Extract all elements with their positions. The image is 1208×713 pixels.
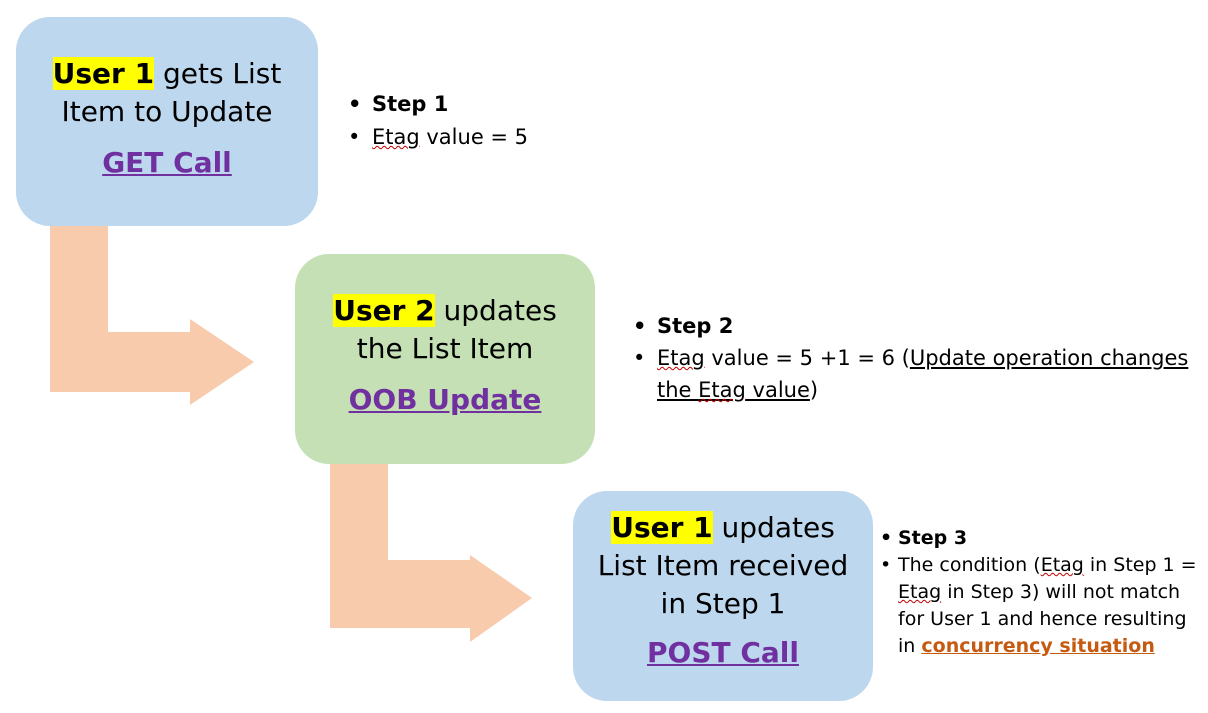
box3-line2: List Item received bbox=[597, 549, 849, 582]
etag-word: Etag bbox=[898, 581, 942, 603]
box2-line1-text: updates bbox=[434, 294, 557, 327]
step1-label: Step 1 bbox=[348, 88, 528, 121]
user-highlight: User 1 bbox=[611, 511, 713, 544]
post-call-link[interactable]: POST Call bbox=[647, 636, 799, 669]
update-explanation-text: Update operation changes the bbox=[657, 346, 1189, 402]
etag-word: Etag bbox=[657, 346, 705, 370]
step1-box: User 1 gets List Item to Update GET Call bbox=[16, 17, 318, 226]
step1-notes: Step 1 Etag value = 5 bbox=[348, 88, 528, 154]
box2-line1: User 2 updates bbox=[295, 292, 595, 330]
etag-word: Etag bbox=[1040, 554, 1084, 576]
box1-line2: Item to Update bbox=[61, 95, 273, 128]
box3-line1: User 1 updates bbox=[573, 509, 873, 547]
box1-line1: User 1 gets List bbox=[16, 55, 318, 93]
step3-label: Step 3 bbox=[880, 525, 1200, 552]
step3-notes: Step 3 The condition (Etag in Step 1 = E… bbox=[880, 525, 1200, 660]
condition-text: The condition ( bbox=[898, 554, 1041, 576]
update-explanation: Update operation changes the Etag value bbox=[657, 346, 1188, 402]
step2-notes: Step 2 Etag value = 5 +1 = 6 (Update ope… bbox=[633, 310, 1193, 406]
box3-line1-text: updates bbox=[712, 511, 835, 544]
step2-etag-note: Etag value = 5 +1 = 6 (Update operation … bbox=[633, 342, 1193, 406]
elbow-arrow-1 bbox=[50, 226, 254, 405]
step1-etag-note: Etag value = 5 bbox=[348, 121, 528, 154]
box1-line1-text: gets List bbox=[154, 57, 282, 90]
get-call-link[interactable]: GET Call bbox=[102, 146, 232, 179]
step3-condition-note: The condition (Etag in Step 1 = Etag in … bbox=[880, 552, 1200, 660]
step2-box: User 2 updates the List Item OOB Update bbox=[295, 254, 595, 464]
box3-line3: in Step 1 bbox=[660, 587, 786, 620]
closing-paren: ) bbox=[809, 378, 819, 402]
etag-word: Etag bbox=[698, 378, 746, 402]
elbow-arrow-2 bbox=[330, 464, 532, 642]
condition-text: in Step 3) will not match for User 1 and… bbox=[898, 581, 1187, 657]
concurrency-situation-link[interactable]: concurrency situation bbox=[921, 635, 1155, 657]
etag-value-text: value = 5 bbox=[419, 125, 529, 149]
step2-label: Step 2 bbox=[633, 310, 1193, 342]
condition-text: in Step 1 = bbox=[1083, 554, 1197, 576]
oob-update-link[interactable]: OOB Update bbox=[348, 383, 542, 416]
etag-value-text: value = 5 +1 = 6 ( bbox=[704, 346, 910, 370]
update-explanation-end: value bbox=[745, 378, 810, 402]
user-highlight: User 2 bbox=[333, 294, 435, 327]
box2-line2: the List Item bbox=[356, 332, 534, 365]
etag-word: Etag bbox=[372, 125, 420, 149]
user-highlight: User 1 bbox=[52, 57, 155, 90]
step3-box: User 1 updates List Item received in Ste… bbox=[573, 491, 873, 701]
